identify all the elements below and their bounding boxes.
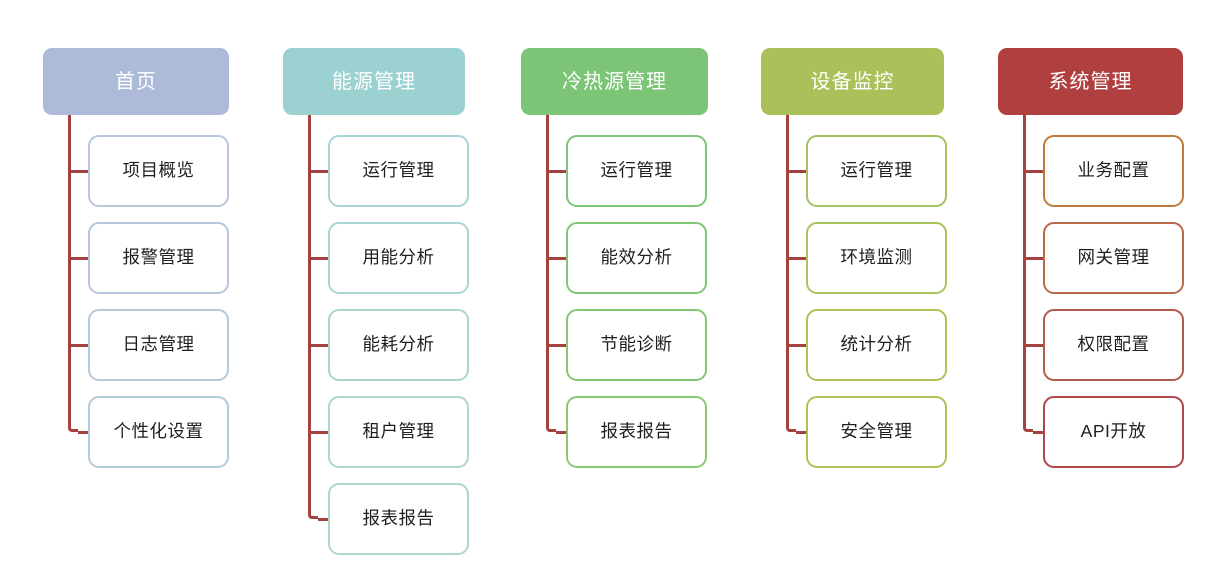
menu-item-energy-management-1[interactable]: 用能分析 xyxy=(328,222,469,294)
connector-stub xyxy=(549,170,566,173)
connector-stub-last xyxy=(556,431,566,434)
menu-item-home-0[interactable]: 项目概览 xyxy=(88,135,229,207)
connector-stub xyxy=(71,170,88,173)
menu-item-label: 运行管理 xyxy=(362,160,435,181)
connector-rail xyxy=(68,115,71,427)
connector-stub xyxy=(1026,170,1043,173)
menu-item-equipment-monitoring-3[interactable]: 安全管理 xyxy=(806,396,947,468)
column-header-system-management[interactable]: 系统管理 xyxy=(998,48,1183,115)
column-header-cooling-heating-source[interactable]: 冷热源管理 xyxy=(521,48,708,115)
connector-stub xyxy=(789,344,806,347)
connector-stub xyxy=(71,257,88,260)
connector-stub xyxy=(1026,257,1043,260)
menu-item-label: 项目概览 xyxy=(122,160,195,181)
connector-elbow xyxy=(786,422,796,432)
connector-elbow xyxy=(68,422,78,432)
column-header-label: 系统管理 xyxy=(1048,70,1133,93)
menu-item-label: 环境监测 xyxy=(840,247,913,268)
column-header-label: 能源管理 xyxy=(332,70,416,93)
connector-rail xyxy=(1023,115,1026,427)
menu-item-equipment-monitoring-1[interactable]: 环境监测 xyxy=(806,222,947,294)
connector-stub-last xyxy=(78,431,88,434)
menu-item-cooling-heating-source-0[interactable]: 运行管理 xyxy=(566,135,707,207)
connector-stub-last xyxy=(1033,431,1043,434)
connector-stub xyxy=(311,344,328,347)
menu-item-system-management-3[interactable]: API开放 xyxy=(1043,396,1184,468)
menu-item-label: 权限配置 xyxy=(1077,334,1150,355)
menu-item-label: 网关管理 xyxy=(1077,247,1150,268)
menu-item-system-management-0[interactable]: 业务配置 xyxy=(1043,135,1184,207)
menu-item-equipment-monitoring-0[interactable]: 运行管理 xyxy=(806,135,947,207)
menu-item-home-3[interactable]: 个性化设置 xyxy=(88,396,229,468)
menu-item-label: API开放 xyxy=(1080,421,1147,442)
connector-stub xyxy=(311,170,328,173)
menu-item-energy-management-0[interactable]: 运行管理 xyxy=(328,135,469,207)
connector-stub xyxy=(71,344,88,347)
connector-stub xyxy=(311,257,328,260)
menu-item-label: 能耗分析 xyxy=(362,334,435,355)
connector-rail xyxy=(786,115,789,427)
menu-item-label: 统计分析 xyxy=(840,334,913,355)
menu-item-label: 报表报告 xyxy=(600,421,673,442)
connector-stub xyxy=(311,431,328,434)
menu-item-label: 运行管理 xyxy=(600,160,673,181)
connector-stub-last xyxy=(796,431,806,434)
menu-item-label: 节能诊断 xyxy=(600,334,673,355)
connector-elbow xyxy=(1023,422,1033,432)
connector-stub xyxy=(1026,344,1043,347)
connector-stub xyxy=(549,257,566,260)
connector-stub xyxy=(789,170,806,173)
menu-item-label: 业务配置 xyxy=(1077,160,1150,181)
connector-stub-last xyxy=(318,518,328,521)
menu-item-cooling-heating-source-3[interactable]: 报表报告 xyxy=(566,396,707,468)
column-header-energy-management[interactable]: 能源管理 xyxy=(283,48,465,115)
connector-rail xyxy=(308,115,311,514)
connector-stub xyxy=(789,257,806,260)
column-header-label: 设备监控 xyxy=(810,70,895,93)
connector-elbow xyxy=(308,509,318,519)
menu-item-cooling-heating-source-1[interactable]: 能效分析 xyxy=(566,222,707,294)
menu-item-energy-management-3[interactable]: 租户管理 xyxy=(328,396,469,468)
column-header-home[interactable]: 首页 xyxy=(43,48,229,115)
menu-item-energy-management-2[interactable]: 能耗分析 xyxy=(328,309,469,381)
menu-item-system-management-2[interactable]: 权限配置 xyxy=(1043,309,1184,381)
column-header-equipment-monitoring[interactable]: 设备监控 xyxy=(761,48,944,115)
connector-elbow xyxy=(546,422,556,432)
menu-item-equipment-monitoring-2[interactable]: 统计分析 xyxy=(806,309,947,381)
menu-item-cooling-heating-source-2[interactable]: 节能诊断 xyxy=(566,309,707,381)
menu-item-home-1[interactable]: 报警管理 xyxy=(88,222,229,294)
menu-item-label: 报表报告 xyxy=(362,508,435,529)
menu-item-system-management-1[interactable]: 网关管理 xyxy=(1043,222,1184,294)
menu-item-label: 个性化设置 xyxy=(113,421,204,442)
menu-item-label: 能效分析 xyxy=(600,247,673,268)
menu-item-label: 日志管理 xyxy=(122,334,195,355)
menu-item-label: 用能分析 xyxy=(362,247,435,268)
menu-item-home-2[interactable]: 日志管理 xyxy=(88,309,229,381)
menu-item-label: 运行管理 xyxy=(840,160,913,181)
column-header-label: 首页 xyxy=(115,70,157,93)
menu-item-label: 报警管理 xyxy=(122,247,195,268)
connector-rail xyxy=(546,115,549,427)
connector-stub xyxy=(549,344,566,347)
column-header-label: 冷热源管理 xyxy=(562,70,667,93)
menu-item-label: 租户管理 xyxy=(362,421,435,442)
menu-item-label: 安全管理 xyxy=(840,421,913,442)
menu-item-energy-management-4[interactable]: 报表报告 xyxy=(328,483,469,555)
